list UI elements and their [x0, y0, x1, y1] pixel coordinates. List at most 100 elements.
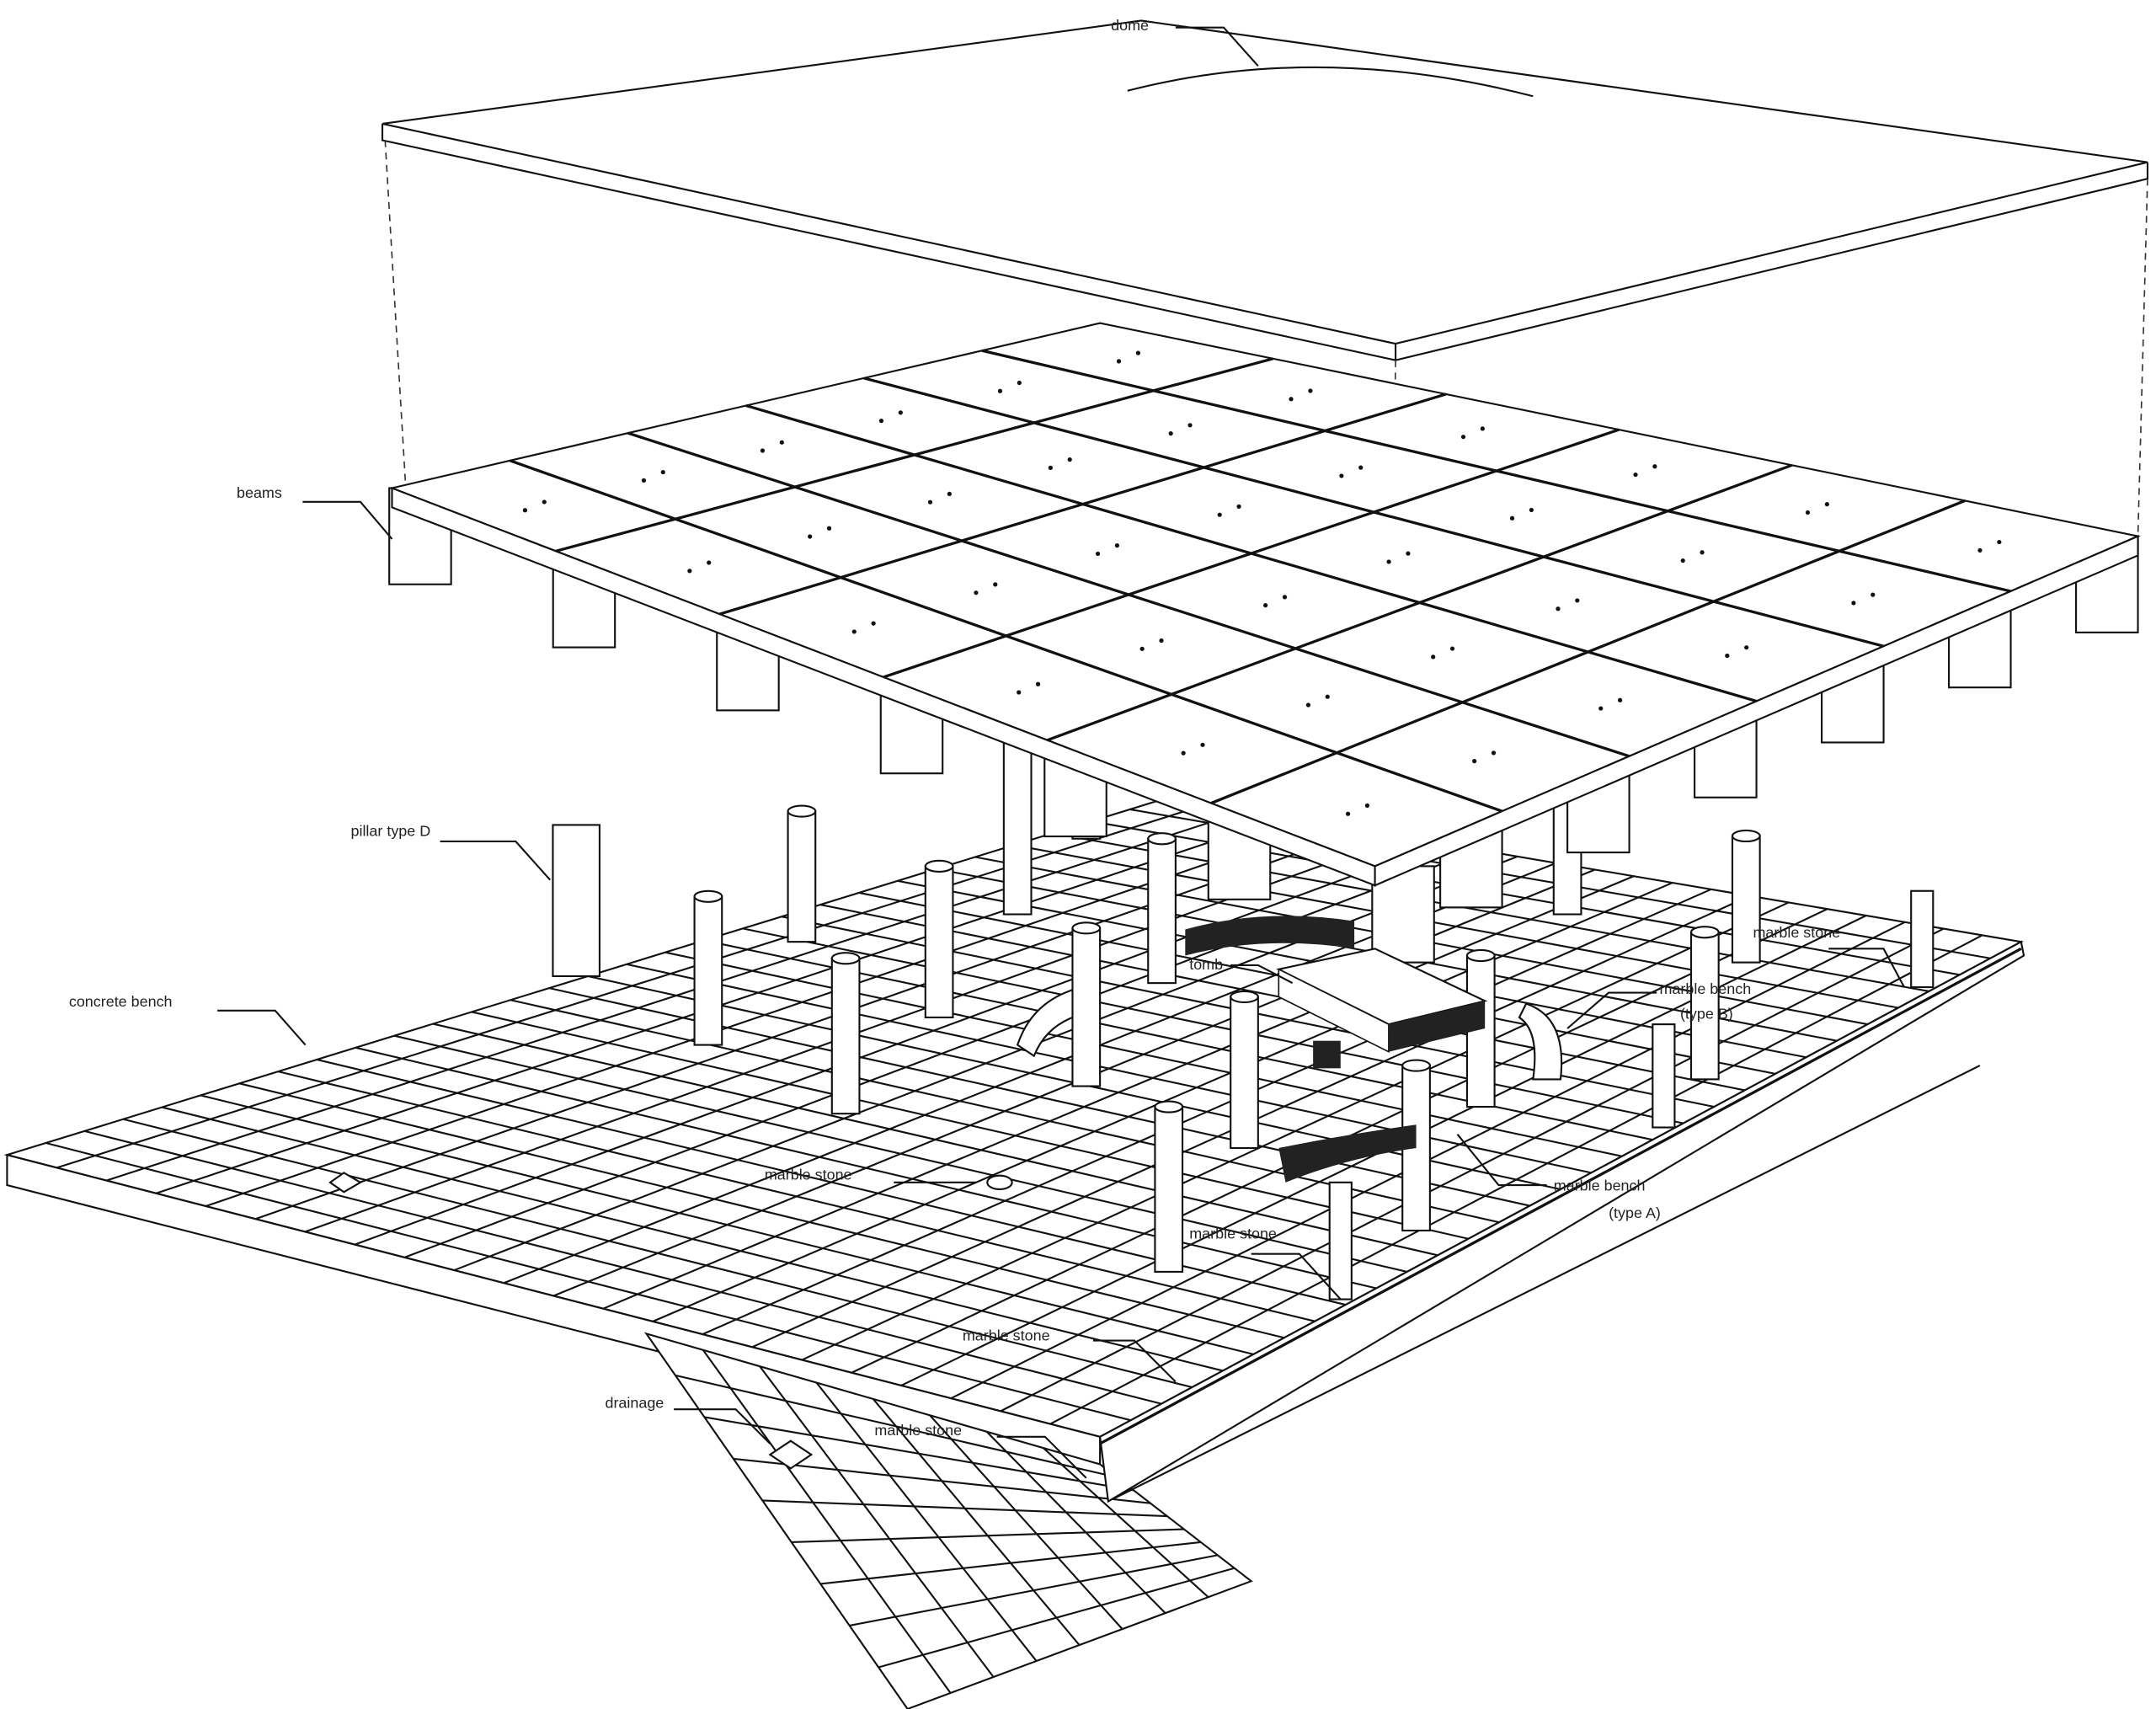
beam-bolt: [1159, 638, 1164, 644]
pillar: [1147, 837, 1177, 985]
floor-line: [602, 875, 1635, 1310]
pillar: [787, 810, 817, 943]
beam-bolt: [1339, 473, 1344, 478]
beam-bolt: [1263, 603, 1268, 608]
label-dome: dome: [1111, 17, 1149, 34]
beam: [1210, 499, 1966, 805]
beam-bolt: [1633, 472, 1638, 478]
beam-bolt: [1617, 697, 1623, 702]
beam-bolt: [1067, 457, 1072, 462]
beam-bolt: [1680, 558, 1685, 563]
beam-side: [1374, 534, 2139, 887]
beam-grid: [388, 322, 2142, 964]
pillar-cap: [1401, 1059, 1431, 1072]
pillar: [830, 957, 861, 1115]
floor-extension-line: [929, 1414, 1123, 1630]
beam-bolt: [1700, 550, 1705, 555]
label-marble-bench-b: marble bench: [1659, 980, 1751, 997]
floor-extension-line: [759, 1365, 995, 1678]
beam-bolt: [1181, 750, 1186, 756]
floor-line: [205, 822, 1325, 1208]
floor-extension-line: [675, 1374, 1118, 1478]
pillar-cap: [787, 804, 817, 818]
beam-bolt: [1491, 750, 1497, 756]
pillar-cap: [1689, 926, 1720, 939]
beam-bolt: [1017, 690, 1022, 695]
beam-bolt: [898, 410, 903, 415]
floor-line: [801, 901, 1790, 1361]
pillar-cap: [1147, 832, 1177, 846]
beam-bolt: [1139, 646, 1145, 651]
floor-extension-line: [872, 1398, 1081, 1646]
pillar: [1230, 996, 1259, 1150]
floor-extension-line: [815, 1381, 1038, 1662]
beam-bolt: [1236, 504, 1241, 509]
beam-bolt: [1431, 654, 1436, 660]
beam-bolt: [660, 469, 665, 475]
annotations: dome beams pillar type D concrete bench …: [69, 17, 1905, 1479]
floor-line: [106, 809, 1247, 1182]
pillar: [693, 895, 723, 1046]
label-pillar-type-d: pillar type D: [350, 822, 430, 839]
beam-bolt: [1114, 543, 1120, 548]
label-marble-stone-right: marble stone: [1753, 924, 1840, 941]
floor-extension-line: [702, 1349, 952, 1694]
beam-bolt: [1135, 350, 1140, 355]
beam-bolt: [641, 478, 647, 483]
beam-bolt: [927, 499, 933, 505]
pillar-cap: [924, 859, 954, 873]
beam-bolt: [1017, 380, 1022, 386]
front-wall-line: [1113, 1065, 1981, 1500]
beam-bolt: [1364, 803, 1370, 809]
beam-bolt: [1345, 811, 1351, 816]
beam-bolt: [707, 560, 712, 565]
beam-bolt: [1116, 359, 1122, 364]
beam-bolt: [808, 534, 813, 539]
floor-line: [702, 888, 1712, 1336]
beam-bolt: [826, 526, 832, 531]
beam-bolt: [687, 569, 692, 574]
beam-bolt: [1217, 512, 1222, 517]
beam-bolt: [1556, 606, 1561, 612]
tomb: [1276, 948, 1488, 1054]
beam-bolt: [1472, 759, 1477, 764]
beam-bolt: [947, 491, 952, 497]
floor-extension-line: [1043, 1447, 1209, 1598]
pillar: [1154, 1105, 1184, 1273]
pillar: [1731, 835, 1761, 964]
floor-extension-line: [733, 1457, 1151, 1504]
beam-bolt: [1460, 435, 1466, 440]
beam-bolt: [1168, 430, 1173, 436]
beam-bolt: [878, 419, 884, 424]
beam-bolt: [1652, 464, 1657, 469]
beam-bolt: [1035, 681, 1041, 686]
floor-extension-line: [762, 1499, 1167, 1518]
beam-bolt: [1200, 742, 1205, 747]
floor-extension-line: [849, 1554, 1218, 1627]
floor-extension-line: [985, 1430, 1166, 1614]
label-marble-bench-a-type: (type A): [1609, 1204, 1661, 1221]
beam-bolt: [1851, 601, 1856, 606]
beam-bolt: [974, 590, 979, 595]
beam-bolt: [1977, 547, 1983, 553]
pillar-cap: [1154, 1100, 1184, 1114]
beam-bolt: [542, 499, 547, 505]
pillar: [1071, 927, 1102, 1087]
beam-bolt: [1095, 551, 1101, 557]
beam-bolt: [1509, 515, 1515, 521]
beam-bolt: [1289, 397, 1294, 402]
pillar-cap: [1465, 948, 1496, 963]
beam-bolt: [1282, 595, 1288, 600]
label-tomb: tomb: [1189, 956, 1223, 973]
marble-stone-post: [1910, 889, 1935, 989]
label-marble-stone-center: marble stone: [765, 1167, 852, 1183]
pillar-type-d: [552, 824, 601, 978]
floor-extension-line: [704, 1416, 1134, 1492]
label-beams: beams: [237, 484, 282, 501]
beam-bolt: [1997, 539, 2002, 545]
label-drainage: drainage: [605, 1395, 664, 1412]
pillar-cap: [1230, 990, 1259, 1004]
label-marble-stone-pillar: marble stone: [1189, 1226, 1277, 1242]
label-marble-stone-bottom: marble stone: [874, 1422, 962, 1439]
beam-bolt: [1386, 559, 1391, 564]
